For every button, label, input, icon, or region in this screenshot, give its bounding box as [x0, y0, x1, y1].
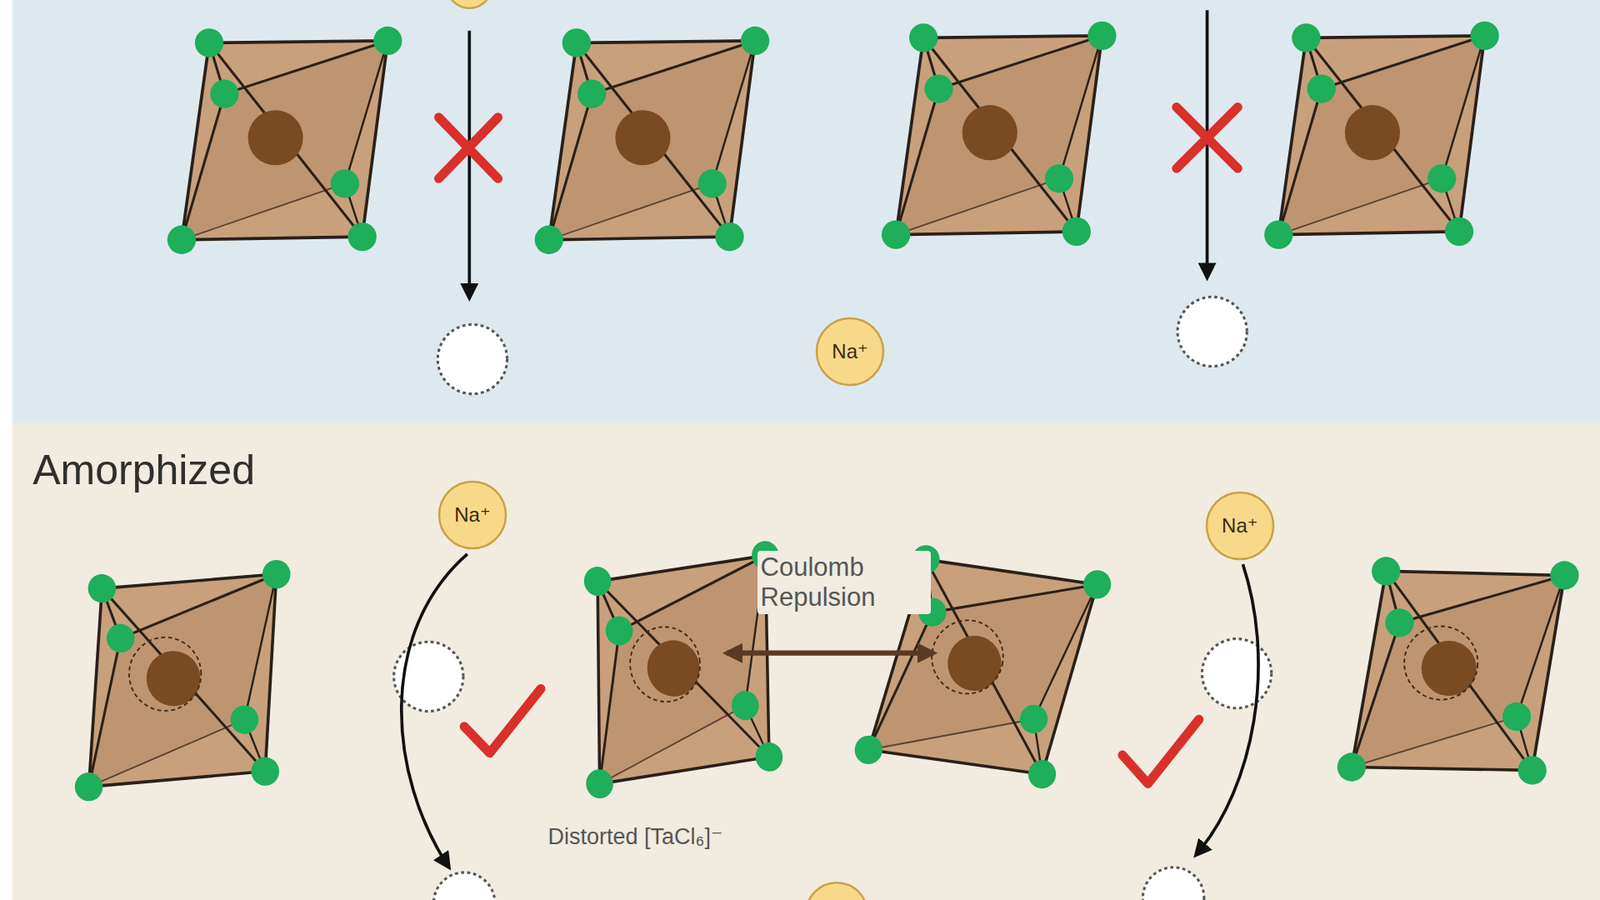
- repulsion-arrow: [726, 650, 935, 656]
- distorted-octahedron: [1336, 553, 1580, 790]
- blocked-path: [467, 30, 471, 299]
- check-mark: [464, 689, 541, 754]
- distorted-octahedron: [60, 559, 305, 803]
- sodium-ion: Na⁺: [815, 316, 885, 387]
- tacl6-octahedron: [535, 26, 770, 255]
- ion-circle-shape: [816, 318, 884, 385]
- sodium-ion: Na⁺: [437, 480, 508, 550]
- vacancy: [437, 324, 507, 394]
- tacl6-octahedron: [1264, 21, 1500, 250]
- sodium-ion: Na⁺: [1205, 490, 1275, 561]
- check-mark: [1122, 719, 1200, 784]
- vacancy: [1177, 296, 1247, 366]
- annotation: Distorted [TaCl₆]⁻: [548, 824, 724, 850]
- ion-circle-shape: [1206, 492, 1274, 560]
- crystalline-panel: [0, 0, 1600, 424]
- annotation: Coulomb Repulsion: [757, 550, 931, 614]
- migration-path: [401, 554, 468, 868]
- ion-label: Na⁺: [831, 340, 868, 364]
- ion-circle-shape: [439, 481, 506, 549]
- tacl6-octahedron: [881, 21, 1117, 250]
- migration-path: [1195, 564, 1259, 855]
- amorphized-panel: [0, 423, 1600, 900]
- vacancy: [1201, 639, 1271, 709]
- ion-label: Na⁺: [454, 503, 490, 527]
- cross-mark: [439, 107, 1239, 180]
- panel-title: Amorphized: [32, 446, 255, 495]
- tacl6-octahedron: [167, 26, 403, 255]
- ion-label: Na⁺: [1221, 514, 1258, 538]
